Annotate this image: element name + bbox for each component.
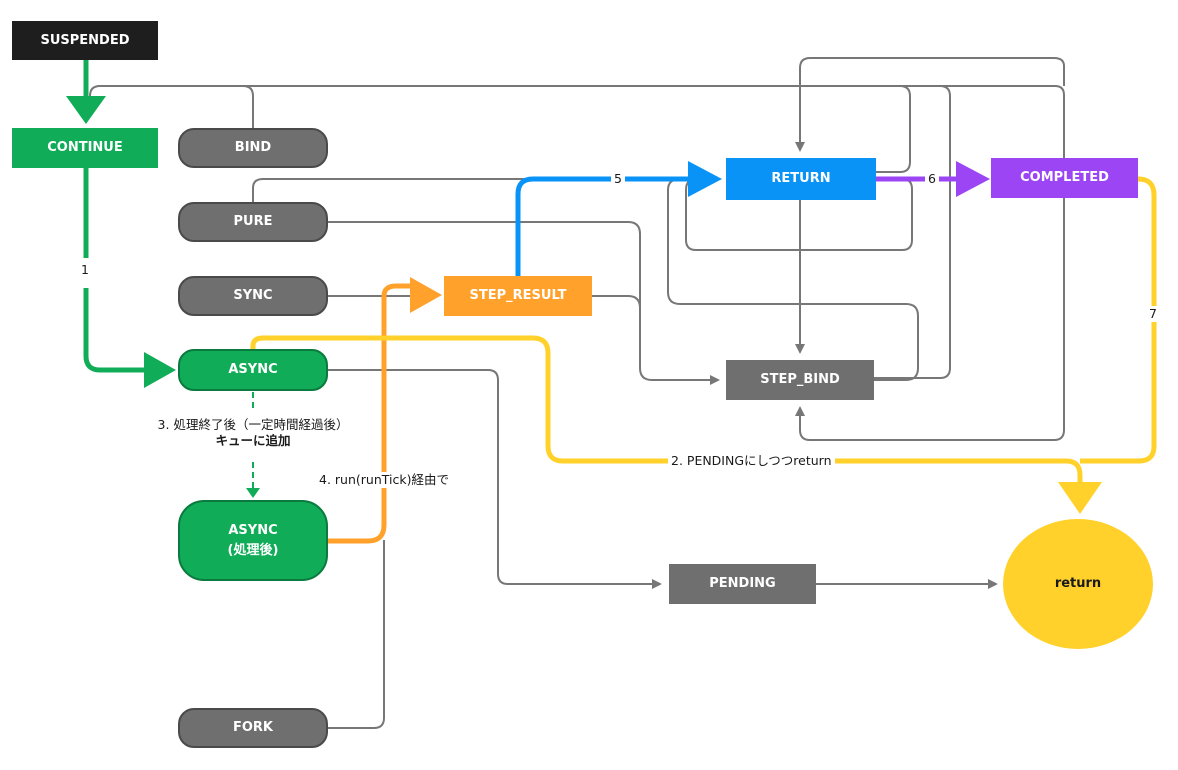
node-step-result: STEP_RESULT <box>444 276 592 316</box>
edge-stepresult-to-stepbind <box>592 295 641 309</box>
edge-bind-to-bus <box>242 85 254 128</box>
orange-connectors <box>328 277 442 544</box>
edge-completed-to-return <box>1080 176 1157 464</box>
node-completed: COMPLETED <box>991 158 1138 198</box>
edge-return-top-loop <box>876 85 911 173</box>
edge-suspended-to-continue-arrowhead <box>66 96 106 124</box>
node-step-bind: STEP_BIND <box>726 360 874 400</box>
edge-pure-to-return <box>252 178 700 202</box>
gray-connectors <box>89 57 1065 729</box>
node-continue: CONTINUE <box>12 128 158 168</box>
node-return: RETURN <box>726 158 876 200</box>
edge-stepbind-loop <box>667 178 919 381</box>
edge-label-3: 3. 処理終了後（一定時間経過後） キューに追加 <box>150 417 356 449</box>
edge-to-return-arrowhead <box>1058 482 1102 514</box>
edge-async-done-to-stepresult-arrowhead <box>410 277 442 313</box>
node-sync: SYNC <box>178 276 328 316</box>
node-bind: BIND <box>178 128 328 168</box>
edge-return-to-completed-arrowhead <box>956 161 990 197</box>
node-fork: FORK <box>178 708 328 748</box>
edge-fork-to-run <box>328 540 385 729</box>
edge-async-to-async-done-arrowhead <box>246 488 260 498</box>
node-async-done-line1: ASYNC <box>228 522 278 538</box>
node-async-done: ASYNC (処理後) <box>178 500 328 581</box>
edge-async-to-return <box>250 335 1083 486</box>
edge-label-6: 6 <box>925 171 939 187</box>
node-pending: PENDING <box>669 564 816 604</box>
edge-label-3-line1: 3. 処理終了後（一定時間経過後） <box>157 417 349 432</box>
blue-connectors <box>515 161 722 276</box>
edge-continue-to-async <box>83 288 146 373</box>
node-async-done-line2: (処理後) <box>227 542 279 558</box>
edge-label-1: 1 <box>78 262 92 278</box>
edge-async-done-to-stepresult <box>328 283 416 544</box>
node-pure: PURE <box>178 202 328 242</box>
edge-label-4: 4. run(runTick)経由で <box>316 472 452 488</box>
edge-stepresult-to-return <box>515 176 690 276</box>
node-suspended: SUSPENDED <box>12 21 158 60</box>
edge-completed-to-stepbind <box>795 198 1065 441</box>
edge-stepresult-to-return-arrowhead <box>688 161 722 197</box>
return-end-circle <box>1003 519 1153 649</box>
edge-async-to-pending <box>328 369 662 589</box>
edge-stepbind-to-bus <box>874 85 951 379</box>
edge-label-3-line2: キューに追加 <box>215 433 291 448</box>
edge-continue-to-async-arrowhead <box>144 352 176 388</box>
edge-label-2: 2. PENDINGにしつつreturn <box>668 453 835 469</box>
edge-to-return-top <box>795 57 1065 152</box>
node-return-end: return <box>1054 576 1102 591</box>
yellow-connectors <box>250 176 1157 514</box>
edge-pure-to-stepbind <box>328 221 720 385</box>
edge-label-7: 7 <box>1146 306 1160 322</box>
edge-label-5: 5 <box>611 171 625 187</box>
edge-return-loop-outer <box>685 178 913 251</box>
edge-loop-to-continue <box>89 85 1065 160</box>
purple-connectors <box>876 161 990 197</box>
node-async: ASYNC <box>178 349 328 391</box>
green-connectors <box>66 60 260 498</box>
